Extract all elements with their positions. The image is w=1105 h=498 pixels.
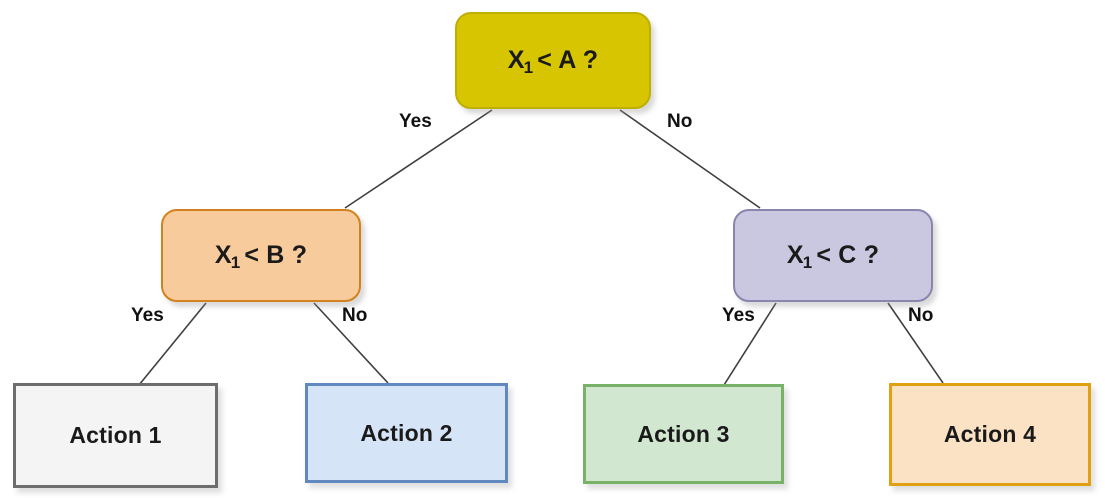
- node-action2[interactable]: Action 2: [305, 383, 508, 483]
- edge-label-left-yes: Yes: [131, 305, 164, 326]
- node-relation: < C ?: [816, 241, 880, 269]
- node-variable: X: [214, 241, 232, 269]
- edge-label-root-no: No: [667, 111, 693, 132]
- node-variable-subscript: 1: [802, 253, 813, 272]
- edge-right-yes: [723, 302, 777, 386]
- edge-label-right-no: No: [908, 305, 934, 326]
- edge-label-right-yes: Yes: [722, 305, 755, 326]
- node-variable: X: [507, 46, 525, 74]
- node-variable-subscript: 1: [230, 253, 241, 272]
- node-relation: < A ?: [537, 46, 599, 74]
- node-action3[interactable]: Action 3: [583, 384, 784, 484]
- action-label: Action 4: [943, 421, 1037, 447]
- edge-root-yes: [344, 109, 493, 209]
- action-label: Action 3: [637, 420, 730, 447]
- edge-right-no: [887, 302, 944, 384]
- action-label: Action 1: [69, 422, 162, 448]
- edge-left-no: [313, 302, 389, 384]
- node-variable-subscript: 1: [523, 58, 534, 77]
- node-variable: X: [786, 241, 804, 269]
- node-action1[interactable]: Action 1: [13, 383, 218, 488]
- node-action4[interactable]: Action 4: [889, 383, 1091, 486]
- edge-label-left-no: No: [342, 305, 368, 326]
- edge-root-no: [619, 109, 761, 209]
- edge-left-yes: [138, 302, 207, 386]
- action-label: Action 2: [360, 419, 453, 446]
- node-relation: < B ?: [244, 241, 308, 269]
- edge-label-root-yes: Yes: [399, 111, 432, 132]
